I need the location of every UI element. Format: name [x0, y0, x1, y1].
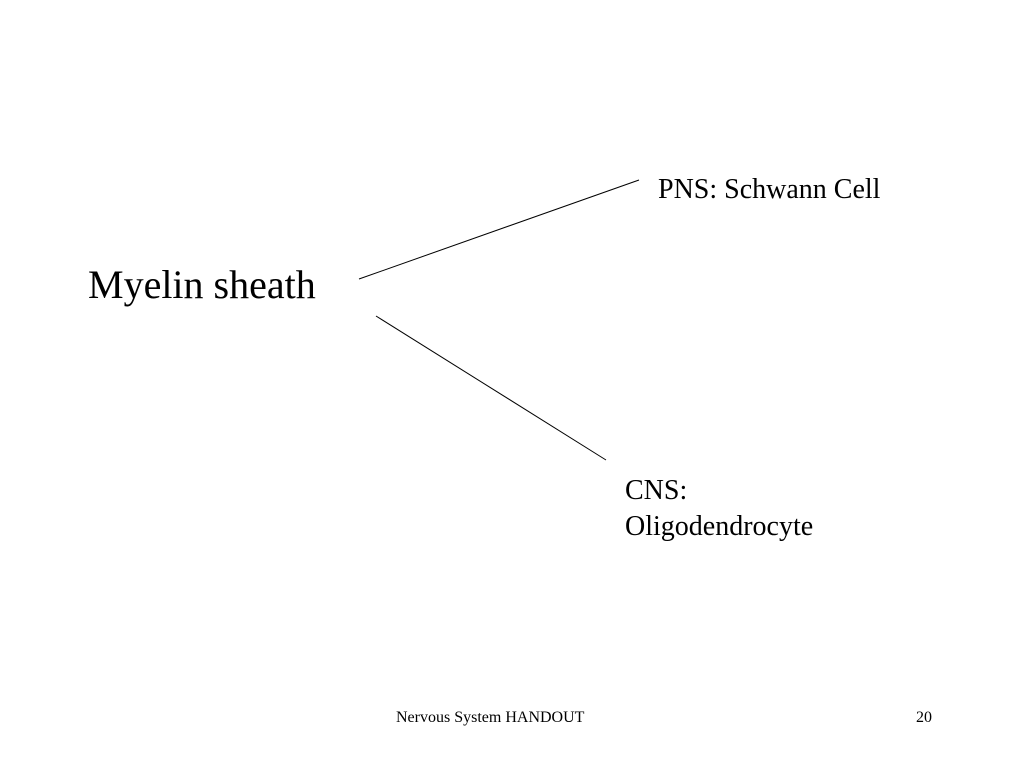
root-node-myelin-sheath: Myelin sheath [88, 262, 316, 307]
branch-node-pns: PNS: Schwann Cell [658, 174, 881, 205]
connector-to-pns [358, 179, 640, 280]
footer-title: Nervous System HANDOUT [396, 709, 585, 726]
branch-node-cns: CNS: Oligodendrocyte [625, 473, 813, 545]
page-number: 20 [916, 709, 932, 726]
branch-cns-line-1: CNS: [625, 475, 688, 506]
branch-cns-line-2: Oligodendrocyte [625, 511, 814, 542]
connector-to-cns [375, 315, 607, 461]
